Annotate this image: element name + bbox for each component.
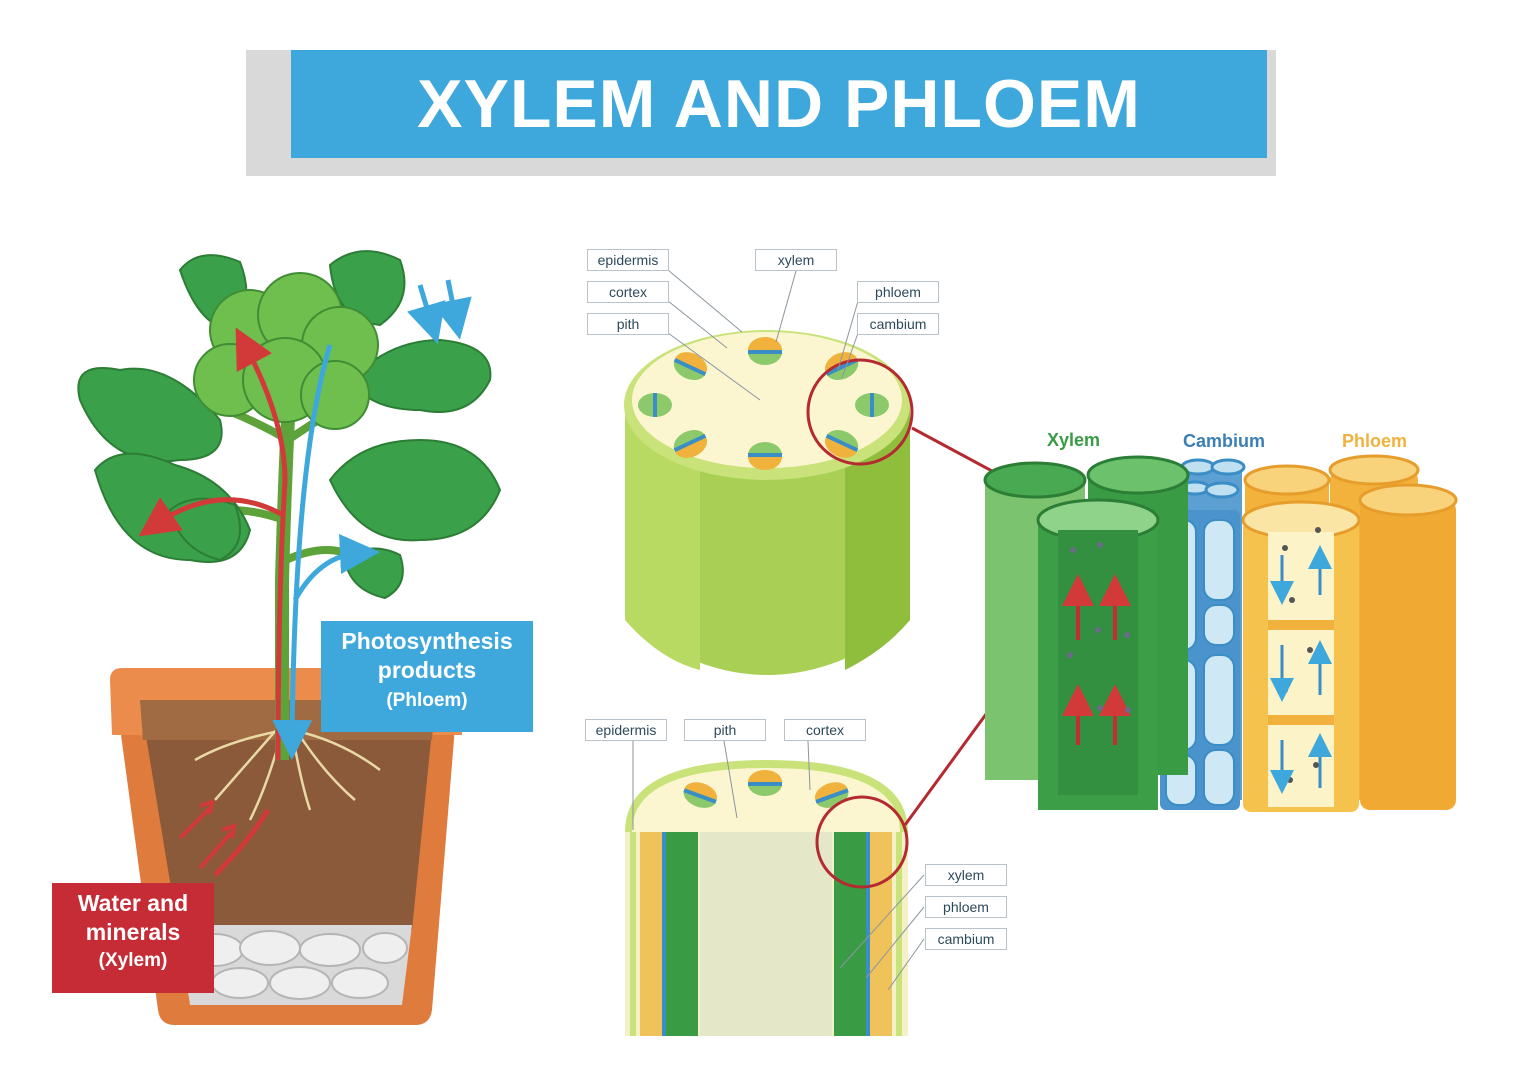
- xylem-tissue: [983, 455, 1190, 810]
- xylem-callout-line2: minerals: [85, 918, 181, 945]
- phloem-callout-line2: products: [377, 656, 477, 683]
- vascular-bundles: [638, 337, 889, 470]
- leaf: [348, 338, 492, 413]
- label-epidermis-bottom: epidermis: [585, 719, 667, 741]
- stem-longitudinal-section: [625, 664, 1024, 1036]
- label-cambium-bottom: cambium: [925, 928, 1007, 950]
- leaf: [328, 250, 406, 327]
- phloem-callout: Photosynthesis products (Phloem): [321, 621, 533, 732]
- label-phloem-bottom: phloem: [925, 896, 1007, 918]
- xylem-callout-line1: Water and: [77, 890, 189, 916]
- xylem-callout: Water and minerals (Xylem): [52, 883, 214, 993]
- leaf: [328, 438, 502, 542]
- right-vascular-strip: [834, 832, 902, 1036]
- label-xylem-bottom: xylem: [925, 864, 1007, 886]
- label-cambium-top: cambium: [857, 313, 939, 335]
- tissue-detail: [983, 454, 1458, 812]
- phloem-tissue: [1241, 454, 1458, 812]
- phloem-title: Phloem: [1342, 431, 1408, 451]
- cambium-title: Cambium: [1183, 431, 1266, 451]
- title-banner: XYLEM AND PHLOEM: [291, 50, 1267, 158]
- label-xylem-top: xylem: [755, 249, 837, 271]
- label-cortex-top: cortex: [587, 281, 669, 303]
- label-pith-top: pith: [587, 313, 669, 335]
- phloem-callout-line3: (Phloem): [386, 689, 468, 711]
- stem-cylinder-top: [624, 269, 1019, 675]
- label-phloem-top: phloem: [857, 281, 939, 303]
- label-pith-bottom: pith: [684, 719, 766, 741]
- phloem-callout-line1: Photosynthesis: [341, 628, 513, 654]
- xylem-callout-line3: (Xylem): [98, 949, 168, 971]
- label-epidermis-top: epidermis: [587, 249, 669, 271]
- zoom-circle-top: [806, 358, 914, 466]
- label-cortex-bottom: cortex: [784, 719, 866, 741]
- xylem-title: Xylem: [1047, 430, 1101, 450]
- leaf: [168, 497, 241, 562]
- zoom-circle-bottom: [815, 795, 909, 889]
- page-title: XYLEM AND PHLOEM: [417, 66, 1141, 142]
- left-vascular-strip: [630, 832, 698, 1036]
